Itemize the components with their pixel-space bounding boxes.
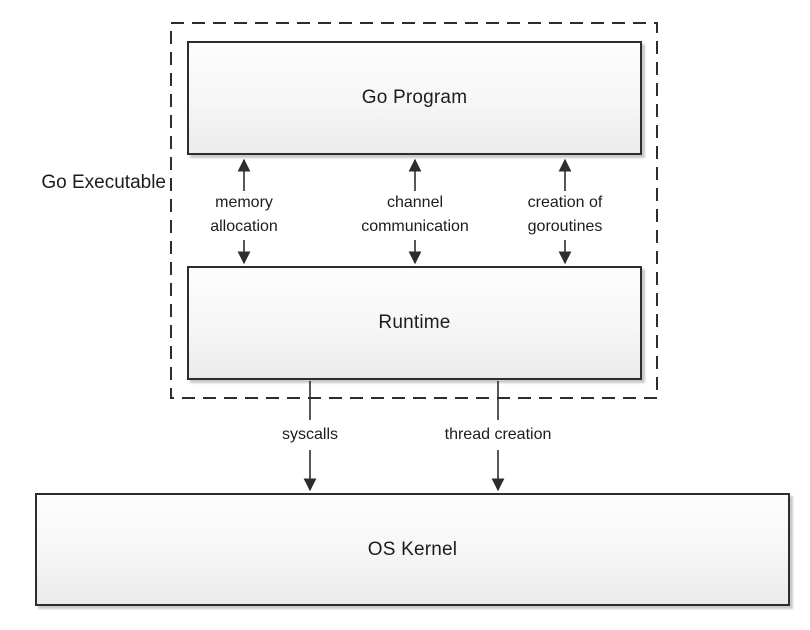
channel-communication-label: channel communication: [361, 194, 469, 235]
syscalls-label: syscalls: [281, 426, 338, 443]
creation-of-goroutines-label: creation of goroutines: [527, 194, 603, 235]
go-program-node-label: Go Program: [361, 87, 468, 108]
os-kernel-node: OS Kernel: [35, 493, 790, 606]
memory-allocation-label: memory allocation: [210, 194, 278, 235]
thread-creation-label: thread creation: [444, 426, 552, 443]
os-kernel-node-label: OS Kernel: [367, 538, 458, 560]
go-program-node: Go Program: [187, 41, 642, 155]
runtime-node-label: Runtime: [378, 312, 451, 333]
go-executable-label: Go Executable: [41, 172, 166, 193]
runtime-node: Runtime: [187, 266, 642, 380]
